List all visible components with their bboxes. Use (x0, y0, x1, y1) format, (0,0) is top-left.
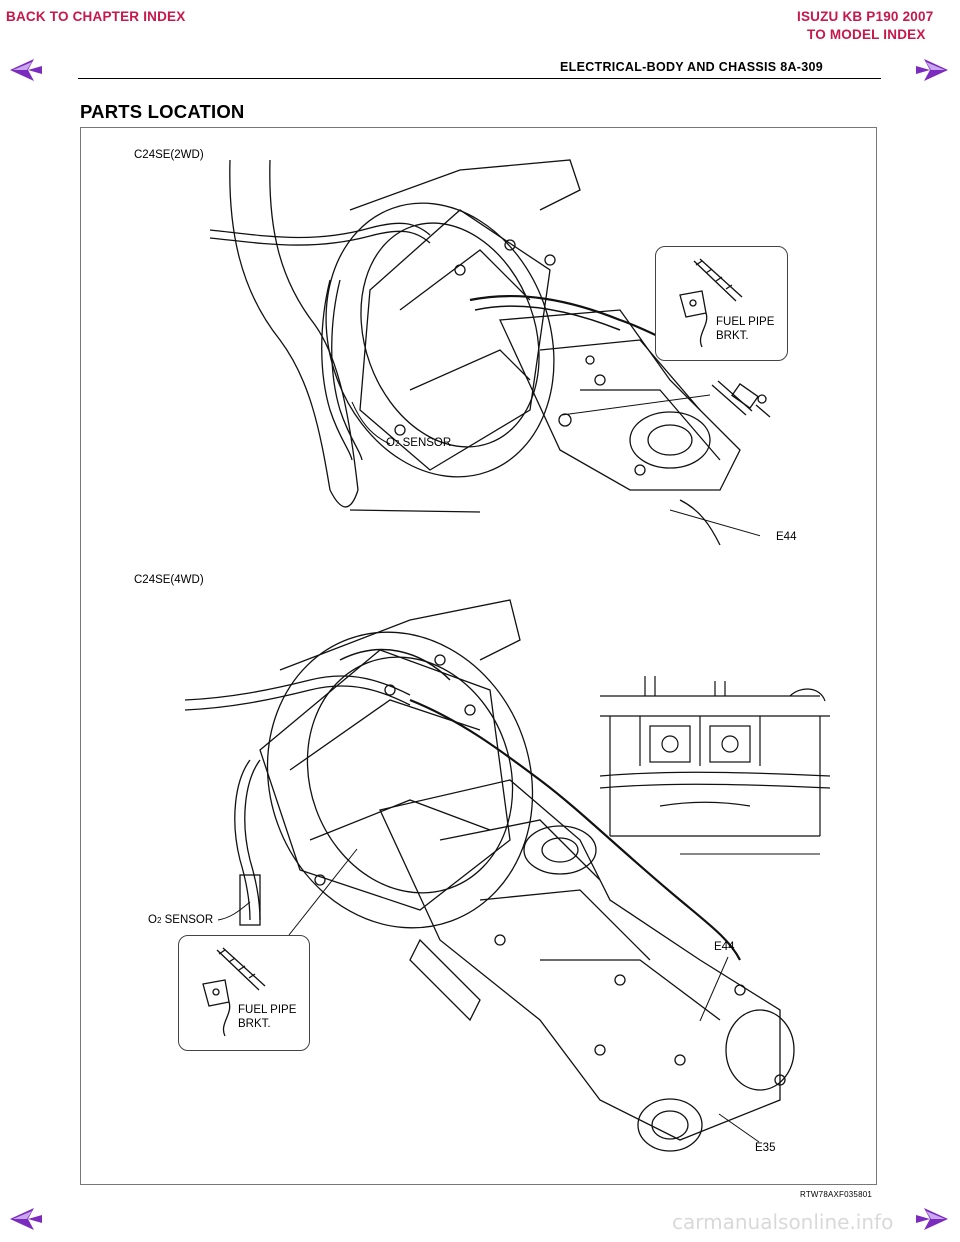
model-title-link[interactable]: ISUZU KB P190 2007 (797, 9, 934, 24)
connector-label-e35: E35 (755, 1142, 776, 1154)
fuel-pipe-bracket-callout-top: FUEL PIPE BRKT. (655, 246, 788, 361)
fuel-pipe-bracket-detail-icon (679, 258, 743, 348)
fuel-pipe-bracket-detail-icon-bottom (202, 947, 266, 1037)
connector-leader-line (561, 394, 711, 416)
section-title: PARTS LOCATION (80, 101, 245, 122)
figure-frame (80, 127, 877, 1185)
next-page-arrow-icon[interactable] (914, 57, 950, 83)
callout-leader-bottom (288, 848, 358, 936)
o2-sensor-leader-top (351, 401, 391, 445)
prev-page-arrow-bottom-icon[interactable] (8, 1206, 44, 1232)
next-page-arrow-bottom-icon[interactable] (914, 1206, 950, 1232)
back-to-chapter-index-link[interactable]: BACK TO CHAPTER INDEX (6, 9, 186, 24)
connector-leader-e35 (718, 1113, 760, 1143)
figure-reference-code: RTW78AXF035801 (800, 1190, 873, 1199)
connector-detail-icon (711, 380, 771, 418)
site-watermark: carmanualsonline.info (672, 1210, 894, 1234)
page-header-title: ELECTRICAL-BODY AND CHASSIS 8A-309 (560, 60, 824, 74)
connector-label-e44-top: E44 (776, 531, 797, 543)
to-model-index-link[interactable]: TO MODEL INDEX (807, 27, 926, 42)
prev-page-arrow-icon[interactable] (8, 57, 44, 83)
transmission-2wd-drawing (209, 159, 760, 546)
fuel-pipe-bracket-callout-bottom: FUEL PIPE BRKT. (178, 935, 310, 1051)
o2-sensor-leader-bottom (217, 901, 251, 921)
variant-label-4wd: C24SE(4WD) (134, 574, 204, 586)
o2-sensor-label-bottom: O2 SENSOR (148, 914, 214, 926)
connector-label-e44-bottom: E44 (714, 941, 735, 953)
variant-label-2wd: C24SE(2WD) (134, 149, 204, 161)
callout-top-label-line2: BRKT. (716, 330, 749, 342)
engine-bay-inset-drawing (600, 676, 830, 855)
transmission-4wd-drawing (184, 599, 795, 1152)
callout-bottom-label-line2: BRKT. (238, 1018, 271, 1030)
callout-top-label-line1: FUEL PIPE (716, 316, 775, 328)
o2-sensor-label-top: O2 SENSOR (386, 437, 452, 449)
header-rule (78, 78, 881, 79)
connector-leader-e44-bottom (699, 956, 729, 1022)
callout-bottom-label-line1: FUEL PIPE (238, 1004, 297, 1016)
